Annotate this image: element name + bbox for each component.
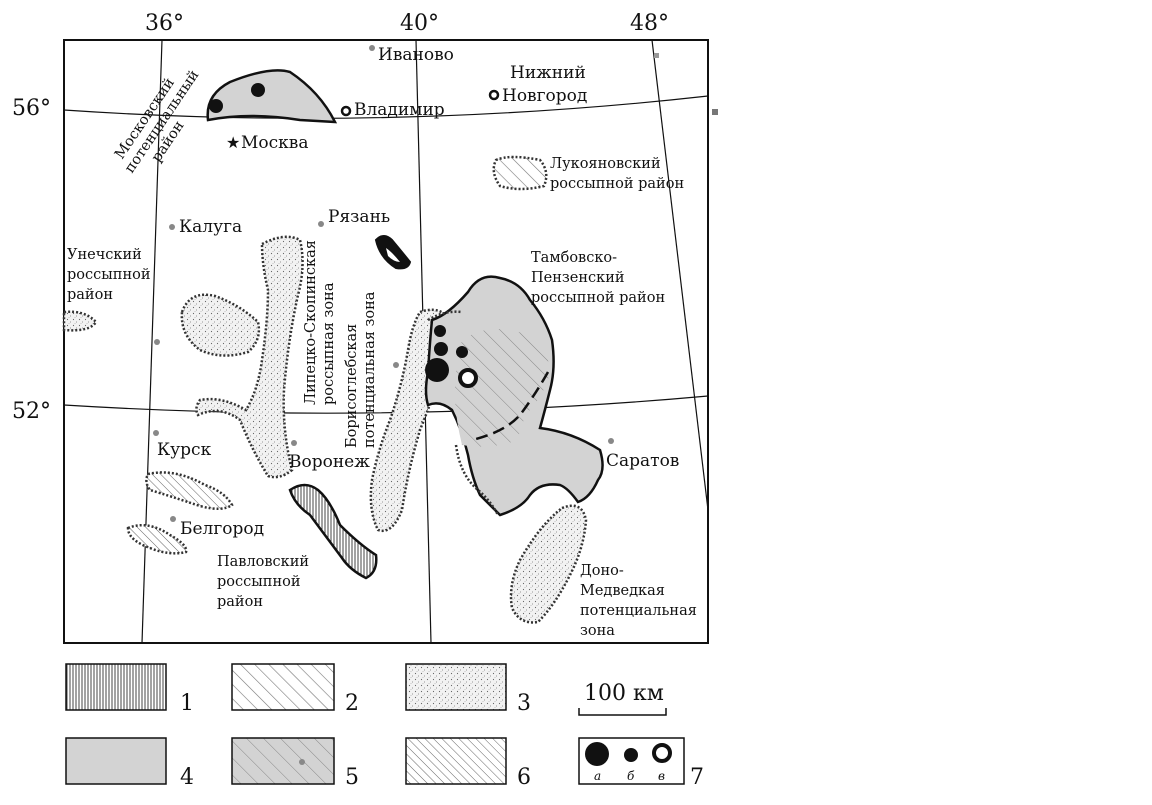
city-marker bbox=[369, 45, 375, 51]
pavlovsk-label-l3: район bbox=[217, 594, 263, 610]
lon-label-36: 36° bbox=[145, 11, 184, 36]
legend-deposit-medium bbox=[624, 748, 638, 762]
city-ryazan: Рязань bbox=[328, 207, 390, 227]
meridian-48 bbox=[651, 39, 709, 511]
legend-sub-v: в bbox=[658, 769, 665, 783]
lat-label-56: 56° bbox=[12, 96, 51, 121]
borisoglebsk-label-l1: Борисоглебская bbox=[344, 324, 360, 448]
city-voronezh: Воронеж bbox=[289, 452, 370, 472]
lukoyanov-label-l2: россыпной район bbox=[550, 176, 684, 192]
pavlovsk-label-l2: россыпной bbox=[217, 574, 301, 590]
city-ivanovo: Иваново bbox=[378, 45, 454, 65]
graticule bbox=[63, 39, 709, 644]
west-sand-area bbox=[180, 293, 261, 357]
legend-sub-b: б bbox=[627, 769, 635, 783]
city-marker bbox=[488, 89, 500, 101]
legend-swatch-6 bbox=[405, 737, 507, 785]
parallel-52 bbox=[63, 395, 709, 414]
city-saratov: Саратов bbox=[606, 451, 679, 471]
lipetsk-label-l1: Липецко-Скопинская bbox=[303, 240, 319, 405]
unecha-label-l1: Унечский bbox=[67, 247, 142, 263]
deposit-medium bbox=[434, 342, 448, 356]
city-marker bbox=[154, 339, 160, 345]
city-marker bbox=[291, 440, 297, 446]
don-medveditsa-zone bbox=[509, 504, 588, 624]
parallel-56 bbox=[63, 95, 709, 119]
city-kursk: Курск bbox=[157, 440, 212, 460]
legend-deposit-large bbox=[585, 742, 609, 766]
cities: Иваново Нижний Новгород Владимир ★ Москв… bbox=[153, 45, 679, 539]
deposit-large bbox=[425, 358, 449, 382]
unecha-area bbox=[62, 310, 98, 332]
legend-swatch-1 bbox=[65, 663, 167, 711]
lat-label-52: 52° bbox=[12, 399, 51, 424]
deposit-medium bbox=[251, 83, 265, 97]
lipetsk-skopin-zone bbox=[195, 235, 304, 479]
don-label-l2: Медведкая bbox=[580, 583, 665, 599]
ryazan-deposit bbox=[374, 235, 412, 270]
legend-label-2: 2 bbox=[345, 691, 359, 716]
city-nizhny-line2: Новгород bbox=[502, 86, 587, 106]
kursk-hatched-area bbox=[145, 471, 234, 510]
legend-label-7: 7 bbox=[690, 765, 704, 790]
city-marker bbox=[170, 516, 176, 522]
legend-swatch-4 bbox=[65, 737, 167, 785]
unecha-label-l2: россыпной bbox=[67, 267, 151, 283]
legend-label-3: 3 bbox=[517, 691, 531, 716]
frame-tick bbox=[654, 53, 659, 58]
tambov-label-l3: россыпной район bbox=[531, 290, 665, 306]
tambov-label-l1: Тамбовско- bbox=[531, 250, 617, 266]
city-marker bbox=[153, 430, 159, 436]
city-marker bbox=[318, 221, 324, 227]
legend-deposit-ring bbox=[652, 743, 672, 763]
lipetsk-label-l2: россыпная зона bbox=[321, 282, 337, 405]
city-nizhny-line1: Нижний bbox=[510, 63, 586, 83]
legend-label-1: 1 bbox=[180, 691, 194, 716]
legend-swatch-5 bbox=[231, 737, 335, 785]
deposit-medium bbox=[434, 325, 446, 337]
city-marker bbox=[608, 438, 614, 444]
legend-sub-a: а bbox=[594, 769, 601, 783]
legend-label-5: 5 bbox=[345, 765, 359, 790]
city-marker bbox=[169, 224, 175, 230]
legend-swatch-2 bbox=[231, 663, 335, 711]
legend: 1 2 3 100 км 4 5 6 а б в 7 bbox=[65, 663, 704, 790]
borisoglebsk-label-l2: потенциальная зона bbox=[362, 291, 378, 448]
lon-label-48: 48° bbox=[630, 11, 669, 36]
tambov-label-l2: Пензенский bbox=[531, 270, 625, 286]
star-icon: ★ bbox=[226, 133, 240, 152]
pavlovsk-label-l1: Павловский bbox=[217, 554, 309, 570]
don-label-l1: Доно- bbox=[580, 563, 624, 579]
deposit-medium bbox=[456, 346, 468, 358]
belgorod-hatched-area bbox=[126, 523, 188, 555]
legend-label-4: 4 bbox=[180, 765, 194, 790]
pavlovsk-region bbox=[288, 483, 378, 580]
city-marker bbox=[340, 105, 352, 117]
ryazan-deposit-inner bbox=[386, 248, 400, 262]
city-vladimir: Владимир bbox=[354, 100, 445, 120]
moscow-potential-area bbox=[206, 69, 338, 124]
lon-label-40: 40° bbox=[400, 11, 439, 36]
legend-swatch-3 bbox=[405, 663, 507, 711]
deposit-ring bbox=[458, 368, 478, 388]
tambov-dotted-boundary bbox=[427, 310, 500, 516]
don-label-l4: зона bbox=[580, 623, 615, 639]
city-marker bbox=[393, 362, 399, 368]
scale-bar bbox=[578, 708, 667, 716]
tambov-hatched-area bbox=[454, 329, 549, 447]
lukoyanov-area bbox=[492, 155, 548, 191]
scale-label: 100 км bbox=[584, 681, 664, 706]
lukoyanov-label-l1: Лукояновский bbox=[550, 156, 661, 172]
unecha-label-l3: район bbox=[67, 287, 113, 303]
don-label-l3: потенциальная bbox=[580, 603, 697, 619]
city-belgorod: Белгород bbox=[180, 519, 264, 539]
city-kaluga: Калуга bbox=[179, 217, 242, 237]
legend-swatch-5-dot bbox=[299, 759, 305, 765]
deposit-large bbox=[209, 99, 223, 113]
frame-tick bbox=[712, 109, 718, 115]
city-moskva: Москва bbox=[241, 133, 309, 153]
legend-label-6: 6 bbox=[517, 765, 531, 790]
